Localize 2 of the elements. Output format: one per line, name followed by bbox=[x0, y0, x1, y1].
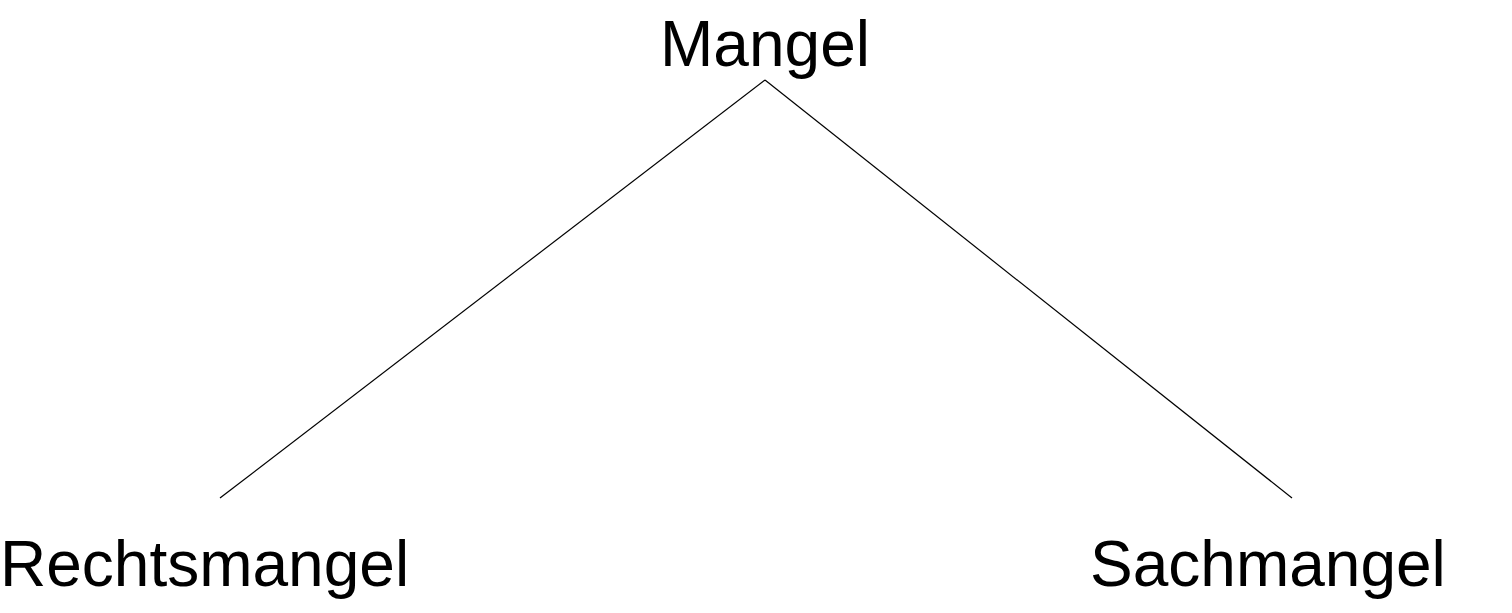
connector-line bbox=[764, 79, 1293, 499]
connector-line bbox=[219, 79, 766, 499]
